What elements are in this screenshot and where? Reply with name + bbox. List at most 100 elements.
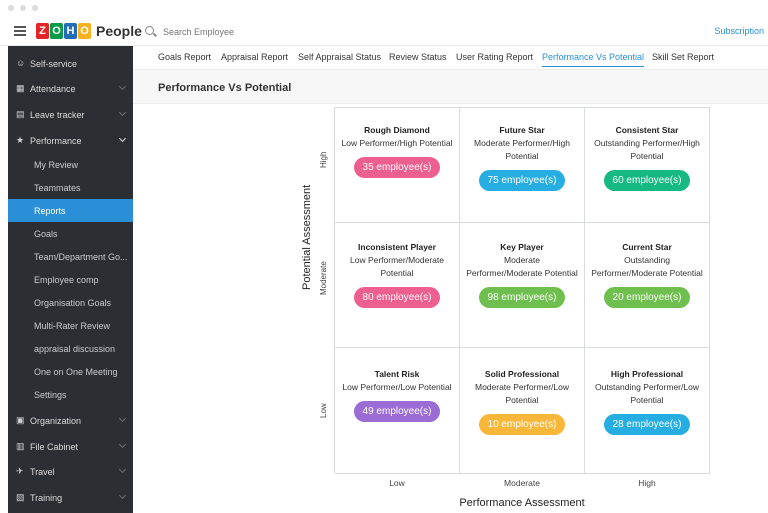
travel-icon: ✈ bbox=[16, 466, 24, 476]
cell-title: Inconsistent Player bbox=[358, 242, 436, 252]
cell-title: Solid Professional bbox=[484, 369, 560, 379]
logo-letter-h: H bbox=[64, 23, 77, 39]
sidebar-item-label: Leave tracker bbox=[30, 109, 85, 120]
chevron-down-icon[interactable] bbox=[118, 414, 127, 423]
sidebar-item-leave-tracker[interactable]: ▤ Leave tracker bbox=[8, 103, 133, 126]
file-cabinet-icon: ▥ bbox=[16, 441, 25, 451]
chevron-down-icon[interactable] bbox=[118, 440, 127, 449]
employee-count-badge[interactable]: 80 employee(s) bbox=[353, 287, 441, 308]
sidebar: ☺Self-service▦Attendance ▤ Leave tracker ★P… bbox=[8, 46, 133, 513]
cell-title: Talent Risk bbox=[374, 369, 420, 379]
cell-description: Outstanding Performer/Moderate Potential bbox=[591, 255, 703, 278]
employee-count-badge[interactable]: 75 employee(s) bbox=[478, 170, 566, 191]
top-bar: Z O H O People Subscription bbox=[0, 16, 768, 46]
sidebar-subitem-multi-rater-review[interactable]: Multi-Rater Review bbox=[34, 320, 111, 331]
sidebar-subitem-settings[interactable]: Settings bbox=[34, 389, 67, 400]
cell-description: Moderate Performer/High Potential bbox=[474, 138, 570, 161]
employee-count-badge[interactable]: 35 employee(s) bbox=[353, 157, 441, 178]
sidebar-item-travel[interactable]: ✈ Travel bbox=[8, 460, 133, 483]
cell-description: Low Performer/High Potential bbox=[341, 138, 453, 148]
y-tick-low: Low bbox=[319, 403, 328, 418]
window-minimize-dot[interactable] bbox=[20, 5, 26, 11]
tab-user-rating-report[interactable]: User Rating Report bbox=[456, 52, 534, 62]
cell-title: Consistent Star bbox=[615, 125, 679, 135]
y-axis-label: Potential Assessment bbox=[301, 184, 313, 290]
sidebar-subitem-one-on-one-meeting[interactable]: One on One Meeting bbox=[34, 366, 118, 377]
subscription-link[interactable]: Subscription bbox=[714, 26, 764, 36]
sidebar-item-self-service[interactable]: ☺Self-service bbox=[8, 52, 133, 75]
sidebar-subitem-organisation-goals[interactable]: Organisation Goals bbox=[34, 297, 112, 308]
sidebar-item-organization[interactable]: ▣ Organization bbox=[8, 409, 133, 432]
logo-letter-o2: O bbox=[78, 23, 91, 39]
chevron-down-icon[interactable] bbox=[118, 465, 127, 474]
sidebar-item-label: Travel bbox=[30, 466, 55, 477]
zoho-people-logo[interactable]: Z O H O People bbox=[36, 22, 142, 40]
cell-title: High Professional bbox=[610, 369, 684, 379]
employee-count-badge[interactable]: 20 employee(s) bbox=[603, 287, 691, 308]
chevron-down-icon[interactable] bbox=[118, 82, 127, 91]
x-tick-high: High bbox=[638, 478, 656, 488]
employee-count-badge[interactable]: 28 employee(s) bbox=[603, 414, 691, 435]
chevron-down-icon[interactable] bbox=[118, 134, 127, 143]
cell-title: Future Star bbox=[499, 125, 545, 135]
sidebar-item-attendance[interactable]: ▦Attendance bbox=[8, 77, 133, 100]
chevron-down-icon[interactable] bbox=[118, 108, 127, 117]
employee-count-badge[interactable]: 10 employee(s) bbox=[478, 414, 566, 435]
window-chrome bbox=[0, 0, 768, 16]
sidebar-item-performance[interactable]: ★Performance bbox=[8, 129, 133, 152]
performance-icon: ★ bbox=[16, 135, 25, 145]
sidebar-subitem-teammates[interactable]: Teammates bbox=[34, 182, 81, 193]
person-icon: ☺ bbox=[16, 58, 26, 68]
sidebar-item-training[interactable]: ▧Training bbox=[8, 486, 133, 509]
cell-title: Rough Diamond bbox=[364, 125, 430, 135]
x-tick-moderate: Moderate bbox=[504, 478, 540, 488]
tab-performance-vs-potential[interactable]: Performance Vs Potential bbox=[542, 52, 645, 67]
search-icon[interactable] bbox=[145, 26, 154, 35]
tab-skill-set-report[interactable]: Skill Set Report bbox=[652, 52, 715, 62]
search-input[interactable] bbox=[163, 24, 363, 40]
organization-icon: ▣ bbox=[16, 415, 25, 425]
page-title: Performance Vs Potential bbox=[158, 82, 292, 94]
cell-description: Moderate Performer/Moderate Potential bbox=[466, 255, 578, 278]
cell-description: Moderate Performer/Low Potential bbox=[474, 382, 569, 405]
window-close-dot[interactable] bbox=[8, 5, 14, 11]
sidebar-item-label: Organization bbox=[30, 415, 82, 426]
x-axis-label: Performance Assessment bbox=[459, 497, 585, 509]
tab-goals-report[interactable]: Goals Report bbox=[158, 52, 212, 62]
cell-description: Outstanding Performer/Low Potential bbox=[595, 382, 699, 405]
y-tick-high: High bbox=[319, 151, 328, 168]
cell-description: Low Performer/Moderate Potential bbox=[349, 255, 444, 278]
sidebar-subitem-appraisal-discussion[interactable]: appraisal discussion bbox=[34, 343, 116, 354]
sidebar-subitem-reports[interactable]: Reports bbox=[8, 199, 133, 222]
x-tick-low: Low bbox=[389, 478, 405, 488]
cell-description: Low Performer/Low Potential bbox=[342, 382, 452, 392]
tab-appraisal-report[interactable]: Appraisal Report bbox=[221, 52, 289, 62]
sidebar-subitem-goals[interactable]: Goals bbox=[34, 228, 58, 239]
employee-count-badge[interactable]: 60 employee(s) bbox=[603, 170, 691, 191]
sidebar-subitem-employee-comp[interactable]: Employee comp bbox=[34, 274, 99, 285]
cell-title: Current Star bbox=[622, 242, 672, 252]
chevron-down-icon[interactable] bbox=[118, 491, 127, 500]
leave-icon: ▤ bbox=[16, 109, 25, 119]
cell-description: Outstanding Performer/High Potential bbox=[594, 138, 700, 161]
menu-icon[interactable] bbox=[14, 26, 26, 36]
employee-count-badge[interactable]: 98 employee(s) bbox=[478, 287, 566, 308]
tab-review-status[interactable]: Review Status bbox=[389, 52, 447, 62]
sidebar-subitem-my-review[interactable]: My Review bbox=[34, 159, 79, 170]
window-maximize-dot[interactable] bbox=[32, 5, 38, 11]
logo-letter-o1: O bbox=[50, 23, 63, 39]
tab-self-appraisal-status[interactable]: Self Appraisal Status bbox=[298, 52, 382, 62]
sidebar-item-file-cabinet[interactable]: ▥File Cabinet bbox=[8, 435, 133, 458]
employee-count-badge[interactable]: 49 employee(s) bbox=[353, 401, 441, 422]
page-header: Performance Vs Potential bbox=[133, 70, 768, 104]
sidebar-subitem-team-department-go[interactable]: Team/Department Go... bbox=[34, 251, 128, 262]
training-icon: ▧ bbox=[16, 492, 25, 502]
